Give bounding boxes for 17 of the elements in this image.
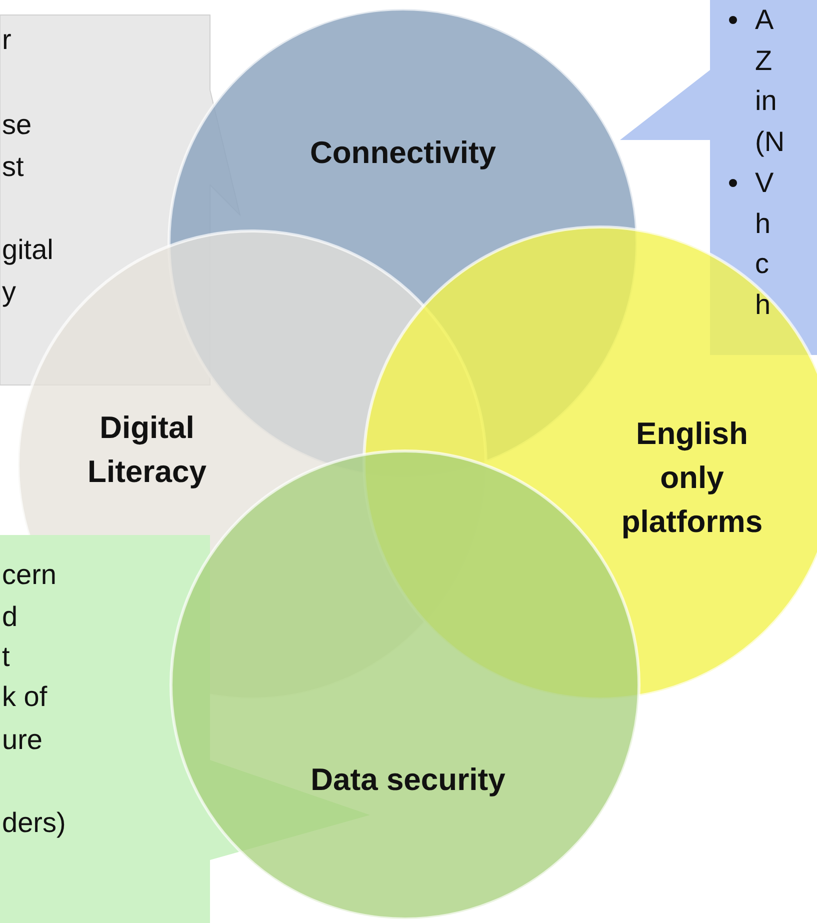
callout-text: t — [2, 641, 10, 673]
circle-label: Digital Literacy — [86, 409, 208, 491]
callout-text: ure — [2, 724, 42, 756]
callout-text: ders) — [2, 807, 66, 839]
callout-text: cern — [2, 559, 56, 591]
circle-label: English only platforms — [620, 415, 764, 541]
callout-text: gital — [2, 234, 54, 266]
callout-text: y — [2, 276, 16, 308]
callout-text: d — [2, 601, 18, 633]
circle-label: Data security — [310, 761, 506, 799]
callout-text: se — [2, 109, 32, 141]
bullet-text: V h c h — [755, 166, 774, 322]
bullet-text: A Z in (N — [755, 3, 785, 159]
circle-label: Connectivity — [308, 134, 498, 172]
callout-text: k of — [2, 681, 48, 713]
callout-text: st — [2, 151, 24, 183]
callout-text: r — [2, 24, 12, 56]
